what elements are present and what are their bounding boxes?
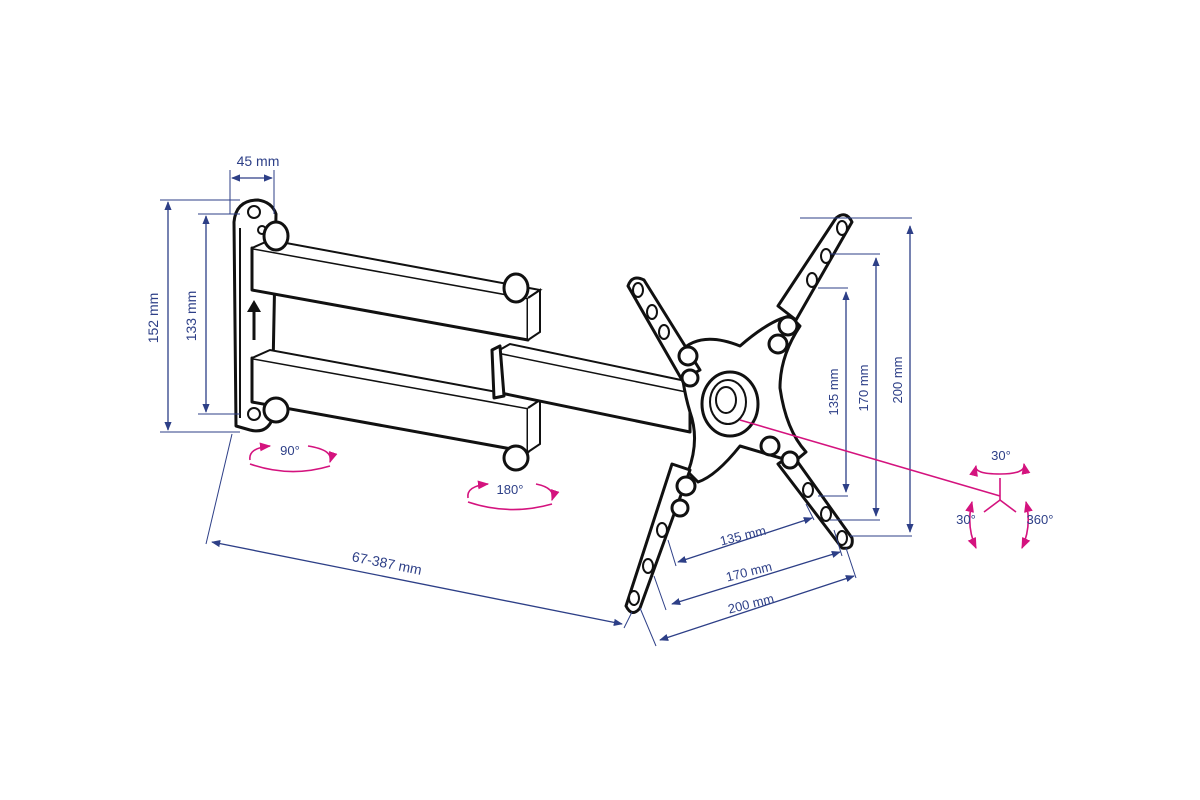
wall-swivel-label: 90° (280, 443, 300, 458)
vesa-h-small-label: 135 mm (718, 523, 767, 549)
rotate-label: 360° (1027, 512, 1054, 527)
tilt-hub (700, 370, 760, 438)
tilt-side-label: 30° (956, 512, 976, 527)
lower-arm (250, 348, 543, 472)
vesa-h-large-label: 200 mm (726, 591, 775, 617)
vesa-arm-top-left (626, 276, 702, 388)
up-arrow-icon (247, 300, 261, 340)
upper-arm (250, 220, 543, 342)
rotation-labels: 90° 180° 30° 30° 360° (280, 443, 1053, 527)
second-arm (490, 342, 703, 434)
rotation-indicators (249, 419, 1033, 550)
arm-swivel-label: 180° (497, 482, 524, 497)
vesa-arm-top-right (767, 213, 854, 355)
vesa-arm-bottom-left (624, 462, 697, 614)
arm-reach-label: 67-387 mm (351, 548, 424, 578)
vesa-v-small-label: 135 mm (826, 369, 841, 416)
wall-plate-height-label: 152 mm (145, 293, 161, 344)
dimension-lines (160, 170, 914, 647)
vesa-v-medium-label: 170 mm (856, 365, 871, 412)
vesa-bracket (624, 213, 854, 614)
vesa-v-large-label: 200 mm (890, 357, 905, 404)
vesa-arm-bottom-right (759, 435, 854, 550)
wall-plate-depth-label: 45 mm (237, 153, 280, 169)
wall-plate-hole-spacing-label: 133 mm (183, 291, 199, 342)
tilt-up-label: 30° (991, 448, 1011, 463)
